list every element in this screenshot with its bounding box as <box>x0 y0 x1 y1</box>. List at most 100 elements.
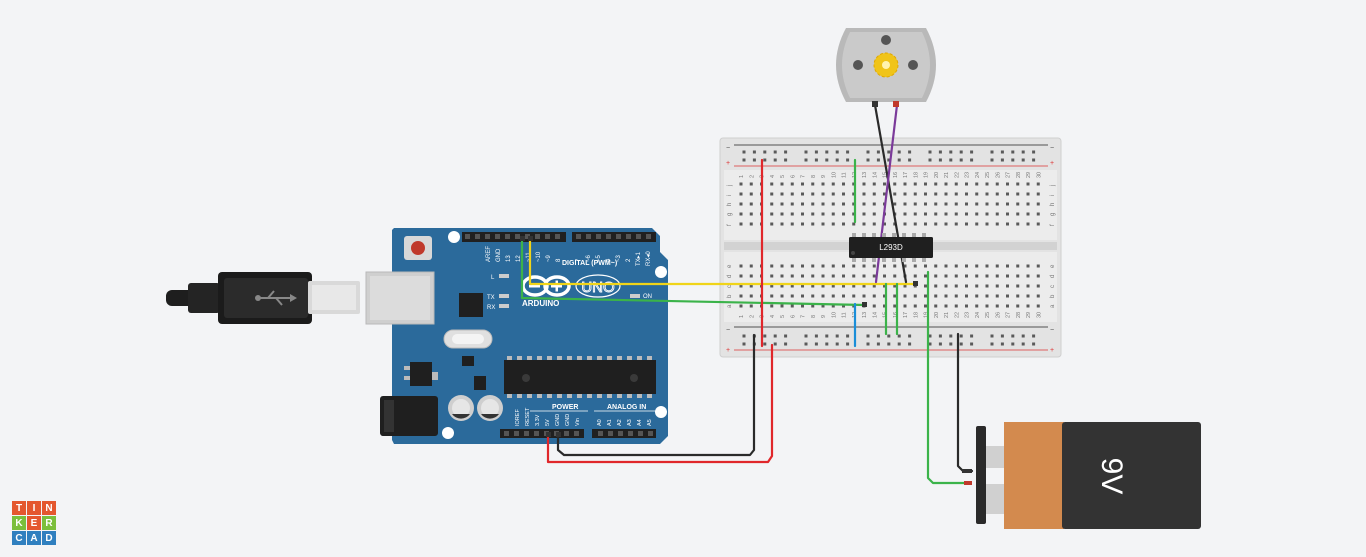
breadboard-hole[interactable] <box>924 212 927 216</box>
breadboard-hole[interactable] <box>913 294 917 298</box>
breadboard-hole[interactable] <box>862 294 866 298</box>
breadboard-hole[interactable] <box>842 304 845 308</box>
breadboard-hole[interactable] <box>1036 274 1040 278</box>
breadboard-hole[interactable] <box>954 192 958 196</box>
breadboard-hole[interactable] <box>995 264 999 268</box>
breadboard-hole[interactable] <box>811 294 815 298</box>
breadboard-hole[interactable] <box>903 284 907 288</box>
breadboard-hole[interactable] <box>1036 304 1040 308</box>
breadboard-hole[interactable] <box>773 334 777 338</box>
breadboard-hole[interactable] <box>814 150 818 154</box>
breadboard-hole[interactable] <box>1016 222 1020 226</box>
breadboard-hole[interactable] <box>770 294 774 298</box>
breadboard-hole[interactable] <box>1011 158 1015 162</box>
breadboard-hole[interactable] <box>1036 284 1040 288</box>
breadboard-hole[interactable] <box>790 202 794 206</box>
breadboard-hole[interactable] <box>770 192 774 196</box>
breadboard-hole[interactable] <box>934 294 938 298</box>
breadboard-hole[interactable] <box>749 222 753 226</box>
breadboard-hole[interactable] <box>1006 274 1009 278</box>
breadboard-hole[interactable] <box>908 158 912 162</box>
breadboard-hole[interactable] <box>770 274 774 278</box>
wire-green[interactable] <box>520 238 867 307</box>
breadboard-hole[interactable] <box>821 212 825 216</box>
breadboard-hole[interactable] <box>866 334 870 338</box>
breadboard-hole[interactable] <box>934 264 938 268</box>
breadboard-hole[interactable] <box>924 222 927 226</box>
breadboard-hole[interactable] <box>825 342 829 346</box>
breadboard-hole[interactable] <box>790 284 794 288</box>
breadboard-hole[interactable] <box>862 284 866 288</box>
breadboard-hole[interactable] <box>852 182 856 186</box>
breadboard-hole[interactable] <box>1036 294 1040 298</box>
breadboard-hole[interactable] <box>995 304 999 308</box>
breadboard-hole[interactable] <box>814 158 818 162</box>
battery-9v[interactable]: 9V <box>962 422 1201 529</box>
breadboard-hole[interactable] <box>811 192 815 196</box>
breadboard-hole[interactable] <box>1021 158 1025 162</box>
breadboard-hole[interactable] <box>970 342 974 346</box>
breadboard-hole[interactable] <box>1006 294 1009 298</box>
breadboard-hole[interactable] <box>811 222 815 226</box>
breadboard-hole[interactable] <box>1016 274 1020 278</box>
breadboard-hole[interactable] <box>835 158 839 162</box>
breadboard-hole[interactable] <box>1026 192 1030 196</box>
breadboard-hole[interactable] <box>924 304 927 308</box>
breadboard-hole[interactable] <box>1000 342 1004 346</box>
breadboard-hole[interactable] <box>876 150 880 154</box>
breadboard-hole[interactable] <box>749 264 753 268</box>
breadboard-hole[interactable] <box>985 274 989 278</box>
breadboard-hole[interactable] <box>975 202 979 206</box>
breadboard-hole[interactable] <box>862 264 866 268</box>
breadboard-hole[interactable] <box>862 192 866 196</box>
breadboard-hole[interactable] <box>1011 150 1015 154</box>
breadboard-hole[interactable] <box>872 294 876 298</box>
breadboard-hole[interactable] <box>872 304 876 308</box>
breadboard-hole[interactable] <box>944 202 948 206</box>
breadboard-hole[interactable] <box>985 202 989 206</box>
breadboard-hole[interactable] <box>804 342 808 346</box>
breadboard-hole[interactable] <box>846 342 850 346</box>
breadboard-hole[interactable] <box>883 264 886 268</box>
breadboard-hole[interactable] <box>825 150 829 154</box>
breadboard-hole[interactable] <box>872 264 876 268</box>
breadboard-hole[interactable] <box>903 294 907 298</box>
arduino-uno-board[interactable]: AREF GND 13 12 ~11 ~10 ~9 8 7 ~6 ~5 4 ~3… <box>365 228 668 444</box>
breadboard-hole[interactable] <box>990 150 994 154</box>
breadboard-hole[interactable] <box>749 274 753 278</box>
breadboard-hole[interactable] <box>985 264 989 268</box>
breadboard-hole[interactable] <box>780 304 784 308</box>
wire-red-5v[interactable] <box>546 343 774 464</box>
breadboard-hole[interactable] <box>821 192 825 196</box>
breadboard-hole[interactable] <box>801 284 804 288</box>
breadboard-hole[interactable] <box>959 334 963 338</box>
breadboard-hole[interactable] <box>821 222 825 226</box>
breadboard-hole[interactable] <box>995 294 999 298</box>
breadboard-hole[interactable] <box>1021 334 1025 338</box>
usb-cable[interactable] <box>166 272 360 324</box>
breadboard-hole[interactable] <box>965 222 968 226</box>
breadboard-hole[interactable] <box>862 202 866 206</box>
breadboard-hole[interactable] <box>924 284 927 288</box>
breadboard-hole[interactable] <box>780 264 784 268</box>
breadboard-hole[interactable] <box>1006 202 1009 206</box>
breadboard-hole[interactable] <box>975 284 979 288</box>
breadboard-hole[interactable] <box>934 222 938 226</box>
breadboard-hole[interactable] <box>804 158 808 162</box>
breadboard-hole[interactable] <box>780 274 784 278</box>
breadboard-hole[interactable] <box>893 304 897 308</box>
breadboard-hole[interactable] <box>995 202 999 206</box>
breadboard-hole[interactable] <box>990 158 994 162</box>
breadboard-hole[interactable] <box>1032 158 1036 162</box>
breadboard-hole[interactable] <box>862 182 866 186</box>
breadboard-hole[interactable] <box>913 274 917 278</box>
breadboard-hole[interactable] <box>913 212 917 216</box>
breadboard-hole[interactable] <box>995 182 999 186</box>
breadboard-hole[interactable] <box>944 304 948 308</box>
breadboard-hole[interactable] <box>784 334 788 338</box>
breadboard-hole[interactable] <box>897 150 901 154</box>
breadboard-hole[interactable] <box>949 342 953 346</box>
breadboard-hole[interactable] <box>944 284 948 288</box>
breadboard-hole[interactable] <box>876 158 880 162</box>
breadboard-hole[interactable] <box>749 182 753 186</box>
